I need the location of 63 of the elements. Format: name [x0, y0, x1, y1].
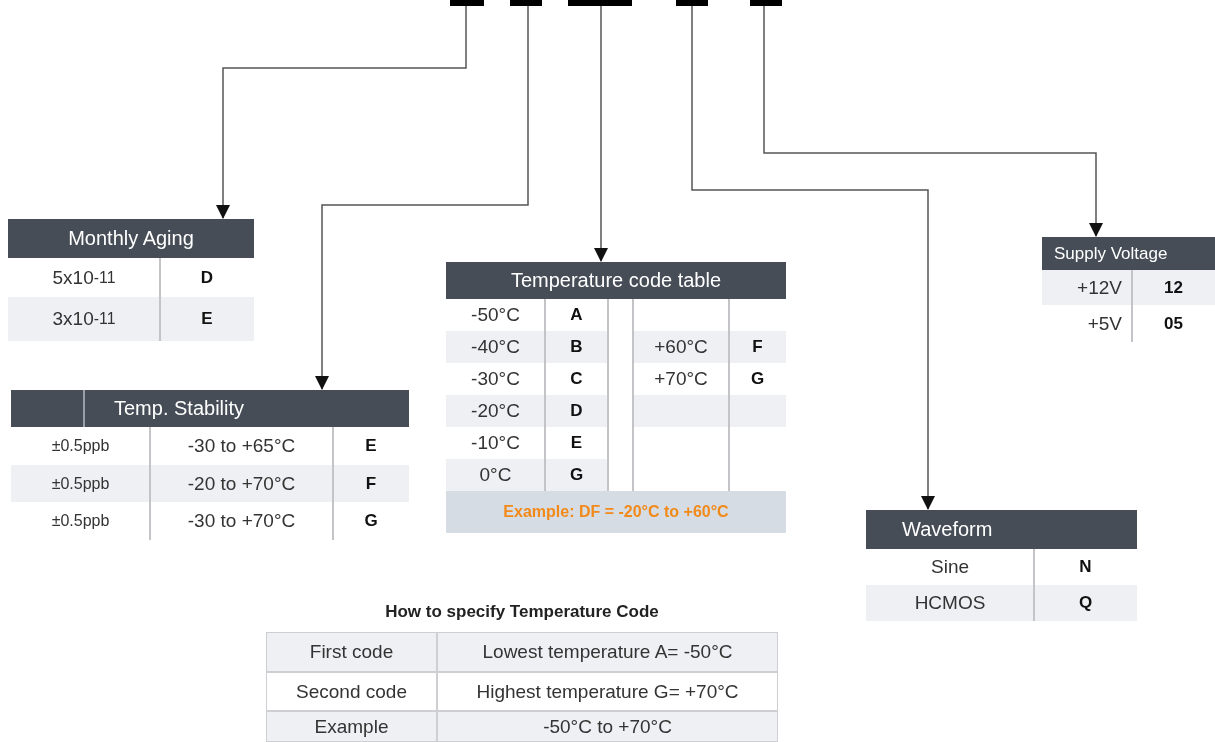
code-letter: F	[333, 465, 409, 502]
code-value: 12	[1132, 270, 1215, 305]
code-bar	[568, 0, 632, 6]
table-header: Supply Voltage	[1042, 237, 1215, 270]
temperature-value: -50°C	[470, 303, 521, 327]
arrow	[216, 5, 467, 219]
code-value: 05	[1163, 312, 1184, 335]
code-letter: D	[199, 266, 215, 289]
temperature-value: +70°C	[653, 367, 709, 391]
spec-table	[446, 262, 786, 533]
table-header: Waveform	[866, 510, 1137, 549]
table-header: Monthly Aging	[8, 219, 254, 258]
stability-value: ±0.5ppb	[50, 436, 111, 456]
code-letter: A	[569, 304, 584, 326]
code-letter: G	[749, 368, 766, 390]
code-letter: C	[569, 368, 584, 390]
code-bar	[676, 0, 708, 6]
temperature-value: 0°C	[446, 459, 545, 491]
temperature-range: -30 to +70°C	[186, 509, 297, 533]
code-meaning: -50°C to +70°C	[437, 711, 778, 742]
code-letter: E	[160, 297, 254, 341]
temperature-value: -10°C	[470, 431, 521, 455]
arrow	[763, 5, 1103, 237]
code-letter: Q	[1034, 585, 1137, 621]
table-header: Temp. Stability	[11, 390, 409, 427]
temperature-value: -30°C	[470, 367, 521, 391]
temperature-range: -30 to +65°C	[186, 434, 297, 458]
table-header: Temperature code table	[446, 262, 786, 299]
temperature-value: -40°C	[446, 331, 545, 363]
code-position: Second code	[266, 672, 437, 711]
waveform-name: Sine	[930, 555, 970, 579]
code-letter: E	[569, 432, 584, 454]
code-bar	[450, 0, 484, 6]
arrow	[315, 5, 529, 390]
code-letter: D	[545, 395, 608, 427]
stability-value: ±0.5ppb	[11, 465, 150, 502]
spec-table	[11, 390, 409, 540]
temperature-range: -20 to +70°C	[150, 465, 333, 502]
spec-table	[866, 510, 1137, 621]
code-bar	[510, 0, 542, 6]
code-letter: B	[545, 331, 608, 363]
code-position: Example	[266, 711, 437, 742]
stability-value: ±0.5ppb	[50, 511, 111, 531]
code-meaning: Lowest temperature A= -50°C	[437, 632, 778, 672]
code-letter: N	[1078, 556, 1093, 578]
code-letter: G	[545, 459, 608, 491]
code-letter: E	[364, 435, 378, 457]
voltage-value: +5V	[1086, 311, 1123, 336]
temperature-value: +60°C	[633, 331, 729, 363]
temperature-value: -20°C	[446, 395, 545, 427]
code-letter: F	[729, 331, 786, 363]
waveform-name: HCMOS	[866, 585, 1034, 621]
code-letter: G	[363, 510, 379, 532]
code-meaning: Highest temperature G= +70°C	[437, 672, 778, 711]
code-bar	[750, 0, 782, 6]
example-note: Example: DF = -20°C to +60°C	[446, 491, 786, 533]
spec-table	[1042, 237, 1215, 342]
code-position: First code	[266, 632, 437, 672]
voltage-value: +12V	[1042, 270, 1132, 305]
spec-table	[8, 219, 254, 341]
table-title: How to specify Temperature Code	[384, 601, 660, 623]
arrow	[691, 5, 935, 510]
arrow	[594, 5, 608, 262]
